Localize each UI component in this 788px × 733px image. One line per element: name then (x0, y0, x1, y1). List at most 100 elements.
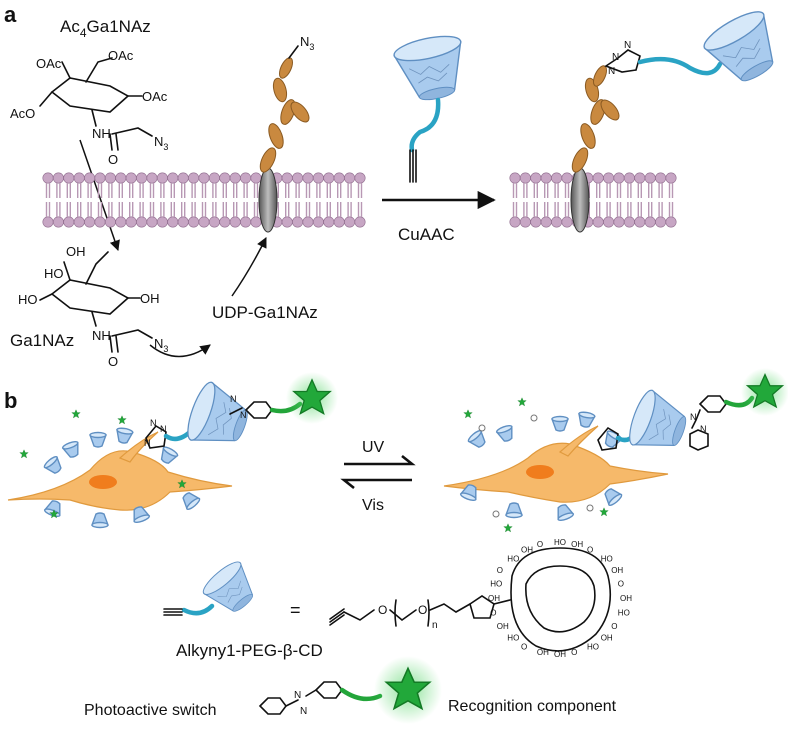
azo-n-legend-1: N (294, 690, 301, 701)
lipid-pair (156, 172, 169, 228)
cd-atom-label: HO (507, 634, 519, 643)
dissociated-complex-right: N N (597, 368, 788, 461)
lipid-pair (187, 172, 200, 228)
uv-vis-equilibrium: UV Vis (340, 439, 416, 514)
cell-membrane-right (509, 172, 677, 228)
oac-label-2: OAc (108, 48, 134, 63)
cd-atom-label: O (587, 546, 593, 555)
cd-name-label: Alkyny1-PEG-β-CD (176, 641, 323, 660)
cd-atom-label: OH (497, 622, 509, 631)
cd-atom-label: O (521, 643, 527, 652)
triazole-n-1: N (612, 52, 619, 63)
aco-label: AcO (10, 106, 35, 121)
azide-label-protein: N3 (300, 34, 314, 52)
cd-atom-label: HO (507, 554, 519, 563)
ga1naz-structure: OH HO OH HO NH O N3 (18, 244, 168, 369)
released-guests-right (463, 397, 609, 533)
panel-label-b: b (4, 388, 17, 413)
peg-n-label: n (432, 620, 438, 631)
triazole-n-b1: N (150, 418, 157, 428)
triazole-n-3: N (608, 66, 615, 77)
cd-atom-label: OH (554, 650, 566, 659)
cd-atom-label: OH (611, 566, 623, 575)
azo-n-right-1: N (690, 412, 697, 422)
lipid-pair (302, 172, 314, 228)
lipid-pair (333, 172, 346, 228)
lipid-pair (602, 172, 615, 228)
lipid-pair (540, 172, 553, 228)
azo-n-left-1: N (230, 394, 237, 404)
lipid-pair (114, 172, 127, 228)
azo-n-right-2: N (700, 424, 707, 434)
cd-atom-label: OH (571, 540, 583, 549)
cell-membrane-left (42, 172, 366, 228)
lipid-pair (62, 172, 75, 228)
host-guest-complex-left: N N N N N (144, 372, 338, 457)
lipid-pair (354, 172, 366, 228)
lipid-pair (654, 172, 667, 228)
cd-atom-label: O (490, 609, 496, 618)
cd-atom-label: OH (537, 648, 549, 657)
acetylated-sugar-structure: OAc OAc OAc AcO NH O N3 (10, 48, 168, 167)
nh-label-2: NH (92, 328, 111, 343)
cd-atom-label: O (618, 580, 624, 589)
cd-atom-label: OH (521, 546, 533, 555)
lipid-pair (73, 172, 86, 228)
cd-atom-label: OH (601, 634, 613, 643)
lipid-pair (529, 172, 542, 228)
triazole-n-b3: N (144, 438, 151, 448)
azide-label-2: N3 (154, 336, 168, 354)
cd-atom-label: O (571, 648, 577, 657)
o-label-2: O (108, 354, 118, 369)
oac-label-3: OAc (142, 89, 168, 104)
lipid-pair (281, 172, 294, 228)
lipid-pair (146, 172, 158, 228)
cd-atom-label: HO (554, 538, 566, 547)
reagent-name: Ac4Ga1NAz (60, 17, 151, 40)
glycoprotein-left: N3 (258, 34, 314, 233)
lipid-pair (229, 172, 242, 228)
lipid-pair (208, 172, 221, 228)
udp-ga1naz-label: UDP-Ga1NAz (212, 303, 318, 322)
lipid-pair (104, 172, 117, 228)
lipid-pair (198, 172, 210, 228)
ho-label-2: HO (44, 266, 64, 281)
photoactive-switch-label: Photoactive switch (84, 702, 217, 719)
azo-n-left-2: N (240, 410, 247, 420)
lipid-pair (239, 172, 252, 228)
lipid-pair (166, 172, 179, 228)
equals-sign: = (290, 600, 301, 620)
nh-label-1: NH (92, 126, 111, 141)
lipid-pair (42, 172, 54, 228)
lipid-pair (665, 172, 677, 228)
triazole-n-b2: N (160, 424, 167, 434)
to-protein-arrow (231, 237, 267, 297)
cd-atom-label: O (497, 566, 503, 575)
small-stars-left (19, 409, 187, 519)
azobenzene-legend: N N (258, 656, 442, 724)
lipid-pair (644, 172, 657, 228)
cd-atom-label: HO (618, 609, 630, 618)
panel-label-a: a (4, 2, 17, 27)
ho-label-1: HO (18, 292, 38, 307)
lipid-pair (509, 172, 521, 228)
glycoprotein-right: N N N (570, 4, 788, 233)
lipid-pair (312, 172, 325, 228)
recognition-component-label: Recognition component (448, 698, 617, 715)
lipid-pair (519, 172, 532, 228)
lipid-pair (218, 172, 231, 228)
lipid-pair (125, 172, 138, 228)
lipid-pair (592, 172, 605, 228)
cd-atom-label: O (611, 622, 617, 631)
to-udp-arrow (149, 344, 211, 358)
cell-right (443, 397, 669, 533)
oh-label-1: OH (66, 244, 86, 259)
cd-atom-label: OH (488, 594, 500, 603)
ga1naz-name: Ga1NAz (10, 331, 74, 350)
cd-atom-label: HO (490, 580, 502, 589)
oac-label-1: OAc (36, 56, 62, 71)
cuaac-label: CuAAC (398, 225, 455, 244)
cd-atom-label: OH (620, 594, 632, 603)
